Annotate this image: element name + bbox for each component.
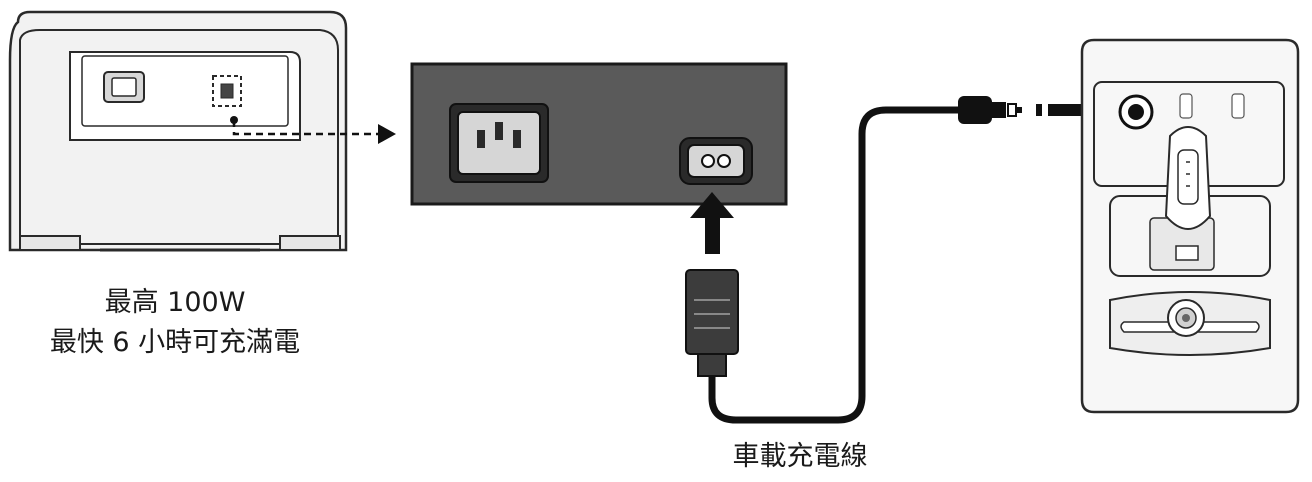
dc-plug-icon xyxy=(685,269,739,377)
max-power-label: 最高 100W xyxy=(104,287,246,318)
car-plug-icon xyxy=(958,96,1022,124)
car-key-icon xyxy=(1164,126,1212,230)
charge-time-label: 最快 6 小時可充滿電 xyxy=(49,327,301,358)
zoom-arrow xyxy=(232,120,396,144)
power-station-icon xyxy=(8,10,348,252)
dc-input-port-icon xyxy=(679,137,753,185)
car-charging-cable xyxy=(708,106,958,424)
zoomed-panel xyxy=(410,62,788,206)
up-arrow xyxy=(690,192,734,254)
ac-inlet-icon xyxy=(449,103,549,183)
cable-label: 車載充電線 xyxy=(732,441,868,472)
